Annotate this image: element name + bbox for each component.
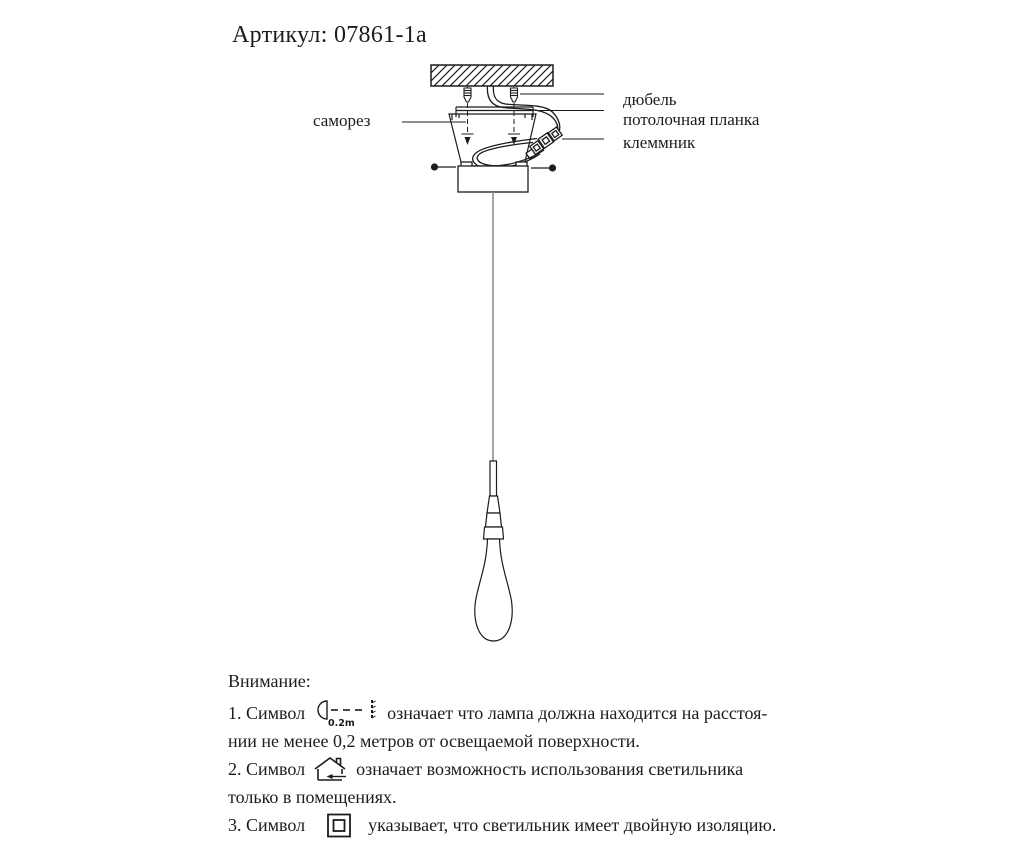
note-1-prefix: 1. Символ [228,702,306,723]
note-1-line-1: 1. Символ 0.2m [228,698,808,728]
screw-centerlines [461,87,520,145]
note-2-prefix: 2. Символ [228,758,306,779]
page-title: Артикул: 07861-1a [232,22,428,48]
label-ceiling-plate: потолочная планка [623,110,760,129]
distance-caption: 0.2m [328,718,355,728]
note-1-text: означает что лампа должна находится на р… [387,702,768,723]
note-3-line-1: 3. Символ указывает, что светильник имее… [228,811,808,839]
warning-notes: Внимание: 1. Символ 0.2m [228,671,808,839]
ceiling-hatch [430,64,554,87]
side-screw-right [531,164,557,172]
notes-heading: Внимание: [228,671,311,691]
lamp-distance-icon: 0.2m [317,698,379,728]
double-insulation-icon [323,812,355,839]
note-1-line-2: нии не менее 0,2 метров от освещаемой по… [228,730,640,751]
leader-lines [402,93,604,140]
dowel-left [463,87,472,103]
label-dowel: дюбель [623,90,677,109]
fixture-mounting-diagram [402,64,604,642]
canopy [457,161,529,193]
label-self-tapping-screw: саморез [313,111,371,130]
pendant-lamp [474,460,513,642]
side-screw-left [430,163,456,171]
note-3-text: указывает, что светильник имеет двойную … [368,814,777,835]
ceiling-plate-bar [455,106,534,117]
note-2-text: означает возможность использования свети… [356,758,744,779]
note-2-line-2: только в помещениях. [228,786,397,807]
note-2-line-1: 2. Символ означает возможность использов… [228,755,808,783]
label-terminal-block: клеммник [623,133,696,152]
note-3-prefix: 3. Символ [228,814,306,835]
indoor-use-icon [313,756,347,783]
supply-wires [486,85,561,138]
dowel-right [509,87,519,103]
